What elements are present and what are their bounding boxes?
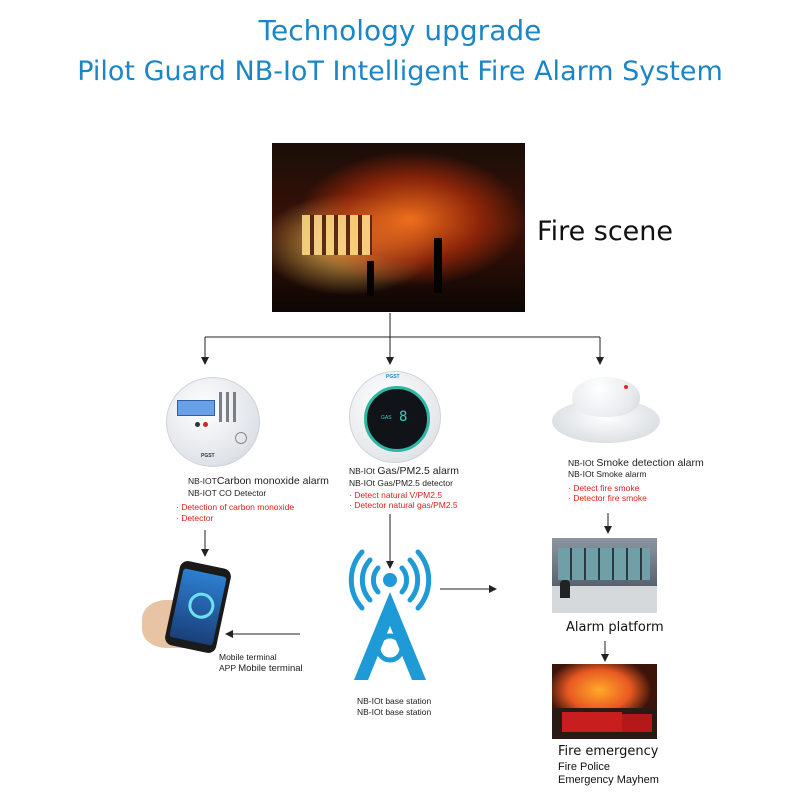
co-alarm-device (166, 377, 260, 467)
smoke-alarm-sub: NB-IOt Smoke alarm (568, 469, 647, 479)
gas-screen-digit: 8 (399, 409, 408, 425)
fire-emergency-line-2: Emergency Mayhem (558, 774, 659, 786)
mobile-label-2: APP Mobile terminal (219, 663, 303, 674)
mobile-phone-photo (142, 559, 240, 655)
co-alarm-prefix: NB-IOT (188, 476, 217, 486)
title-line-1: Technology upgrade (258, 14, 542, 47)
smoke-alarm-feature-1: · Detect fire smoke (568, 483, 640, 493)
base-station-label-2: NB-IOt base station (357, 707, 432, 717)
gas-alarm-brand: PGST (386, 374, 400, 380)
gas-alarm-sub: NB-IOt Gas/PM2.5 detector (349, 478, 453, 488)
co-alarm-feature-2: · Detector (176, 513, 214, 523)
gas-alarm-title: NB-IOt Gas/PM2.5 alarm (349, 466, 459, 477)
smoke-alarm-title: NB-IOt Smoke detection alarm (568, 458, 704, 469)
gas-alarm-feature-1: · Detect natural V/PM2.5 (349, 490, 443, 500)
mobile-label-2-prefix: APP (219, 663, 239, 673)
fire-emergency-title: Fire emergency (558, 744, 659, 759)
mobile-label-1: Mobile terminal (219, 652, 277, 662)
co-alarm-feature-1: · Detection of carbon monoxide (176, 502, 295, 512)
gas-alarm-device: GAS 8 (349, 371, 441, 463)
alarm-platform-photo (552, 538, 657, 613)
co-alarm-brand: PGST (201, 453, 215, 459)
base-station-label-1: NB-IOt base station (357, 696, 432, 706)
fire-scene-label: Fire scene (537, 216, 674, 247)
fire-emergency-line-1: Fire Police (558, 761, 610, 773)
gas-alarm-feature-2: · Detector natural gas/PM2.5 (349, 500, 458, 510)
title-line-2: Pilot Guard NB-IoT Intelligent Fire Alar… (77, 56, 723, 87)
fire-emergency-photo (552, 664, 657, 739)
smoke-alarm-name: Smoke detection alarm (596, 457, 704, 469)
smoke-alarm-prefix: NB-IOt (568, 458, 597, 468)
mobile-label-2-text: Mobile terminal (238, 663, 303, 674)
smoke-alarm-device (552, 371, 660, 451)
co-alarm-name: Carbon monoxide alarm (216, 475, 329, 487)
gas-alarm-name: Gas/PM2.5 alarm (377, 465, 460, 477)
co-alarm-title: NB-IOTCarbon monoxide alarm (188, 476, 329, 487)
co-alarm-sub: NB-IOT CO Detector (188, 488, 267, 498)
gas-screen-label: GAS (381, 415, 392, 421)
alarm-platform-label: Alarm platform (566, 620, 664, 635)
smoke-alarm-feature-2: · Detector fire smoke (568, 493, 647, 503)
gas-alarm-prefix: NB-IOt (349, 466, 378, 476)
fire-scene-photo (272, 143, 525, 312)
